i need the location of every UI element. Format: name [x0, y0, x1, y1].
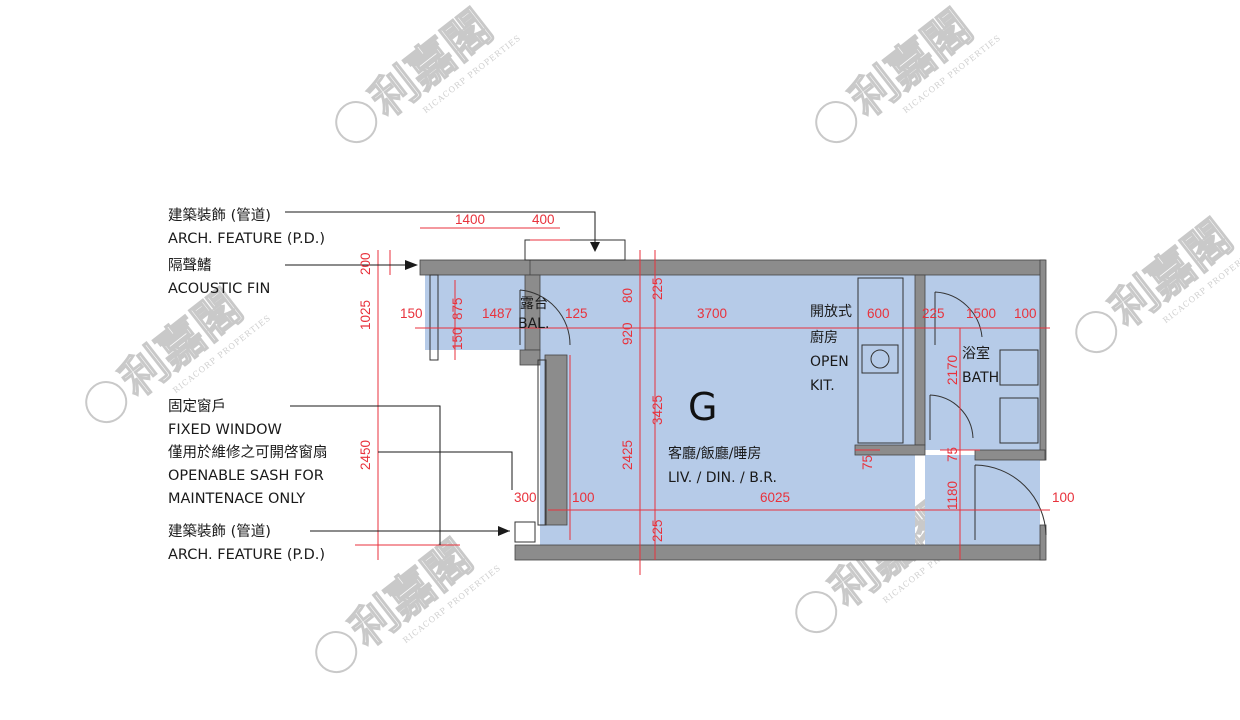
- dim-1180: 1180: [945, 481, 960, 510]
- dim-150b: 150: [450, 327, 465, 350]
- dim-300: 300: [514, 490, 537, 505]
- arrowhead-icon: [498, 526, 510, 536]
- fixtures: [429, 239, 1047, 543]
- fixed-window: [429, 274, 439, 361]
- dim-100c: 100: [1052, 490, 1075, 505]
- balcony-label-en: BAL.: [518, 316, 549, 332]
- dim-2425: 2425: [620, 440, 635, 470]
- living-label-cn: 客廳/飯廳/睡房: [668, 445, 761, 462]
- arch-feature-bottom: [514, 521, 536, 543]
- top-wall: [524, 259, 1046, 276]
- arch-top-cn: 建築裝飾 (管道): [168, 206, 271, 224]
- kitchen-label-en-1: OPEN: [810, 354, 849, 370]
- kitchen-counter: [857, 277, 904, 444]
- arrowhead-icon: [405, 260, 418, 270]
- sash-cn: 僅用於維修之可開啓窗扇: [168, 443, 328, 461]
- watermark-logo: 利嘉閣 RICACORP PROPERTIES: [815, 0, 1003, 144]
- sash-en-1: OPENABLE SASH FOR: [168, 468, 324, 484]
- acoustic-fin-wall: [419, 259, 531, 276]
- dim-150: 150: [400, 306, 423, 321]
- dim-3425: 3425: [650, 395, 665, 425]
- arch-feature-top: [524, 239, 626, 261]
- kitchen-label-en-2: KIT.: [810, 378, 835, 394]
- arch-bottom-cn: 建築裝飾 (管道): [168, 522, 271, 540]
- side-window: [537, 359, 547, 526]
- leader-lines: [285, 211, 600, 545]
- watermark-r-icon: [85, 381, 128, 424]
- right-wall: [1039, 259, 1047, 461]
- dimension-labels: 1400 400 200 1025 150 875 150 1487 125 9…: [358, 212, 1075, 542]
- entry-door-swing-icon: [974, 464, 1047, 540]
- unit-label: G: [688, 385, 717, 429]
- corridor-floor: [925, 455, 1040, 545]
- bath-label-en: BATH: [962, 370, 999, 386]
- toilet: [999, 397, 1039, 444]
- bath-partition-wall: [914, 274, 926, 446]
- bath-label-cn: 浴室: [962, 345, 990, 362]
- dim-1400: 1400: [455, 212, 485, 227]
- balcony-door-swing-icon: [519, 289, 571, 346]
- dim-75b: 75: [945, 447, 960, 462]
- living-label-en: LIV. / DIN. / B.R.: [668, 470, 777, 486]
- dim-75a: 75: [860, 455, 875, 470]
- bath-bottom-wall: [974, 449, 1046, 461]
- dim-125: 125: [565, 306, 588, 321]
- arch-bottom-en: ARCH. FEATURE (P.D.): [168, 547, 325, 563]
- bottom-wall: [514, 544, 1046, 561]
- watermark-r-icon: [815, 101, 858, 144]
- watermark-r-icon: [795, 591, 838, 634]
- living-floor: [540, 275, 915, 545]
- fixed-window-leader: [290, 405, 441, 545]
- left-wall: [519, 349, 541, 366]
- hob: [861, 344, 899, 374]
- dim-2450: 2450: [358, 440, 373, 470]
- dim-200: 200: [358, 252, 373, 275]
- dim-225b: 225: [922, 306, 945, 321]
- dim-225a: 225: [650, 277, 665, 300]
- dim-920: 920: [620, 322, 635, 345]
- fin-en: ACOUSTIC FIN: [168, 281, 270, 297]
- dim-1500: 1500: [966, 306, 996, 321]
- kitchen-label-cn-2: 廚房: [810, 329, 838, 346]
- dim-600: 600: [867, 306, 890, 321]
- sink-icon: [870, 349, 890, 369]
- watermark-r-icon: [1075, 311, 1118, 354]
- bath-door-swing-icon: [934, 291, 983, 345]
- fixed-cn: 固定窗戶: [168, 397, 226, 415]
- balcony-floor: [425, 275, 525, 350]
- dim-6025: 6025: [760, 490, 790, 505]
- fin-cn: 隔聲鰭: [168, 257, 212, 274]
- right-wall-lower: [1039, 524, 1047, 561]
- dim-2170: 2170: [945, 355, 960, 385]
- dim-100b: 100: [572, 490, 595, 505]
- sash-en-2: MAINTENACE ONLY: [168, 491, 305, 507]
- dim-3700: 3700: [697, 306, 727, 321]
- watermark-logo: 利嘉閣 RICACORP PROPERTIES: [1075, 209, 1240, 354]
- dim-875: 875: [450, 297, 465, 320]
- floor-areas: [425, 275, 1040, 545]
- fixed-en: FIXED WINDOW: [168, 422, 282, 438]
- bath-floor: [925, 275, 1040, 450]
- arch-top-en: ARCH. FEATURE (P.D.): [168, 231, 325, 247]
- arrowhead-icon: [590, 242, 600, 252]
- dim-100a: 100: [1014, 306, 1037, 321]
- sash-leader: [378, 451, 513, 490]
- balcony-wall: [524, 274, 541, 351]
- dim-400: 400: [532, 212, 555, 227]
- dim-1025: 1025: [358, 300, 373, 330]
- dim-225c: 225: [650, 519, 665, 542]
- watermark-logo: 利嘉閣 RICACORP PROPERTIES: [335, 0, 523, 144]
- balcony-label-cn: 露台: [520, 296, 548, 312]
- dimension-lines: [355, 227, 1050, 575]
- left-column: [544, 354, 568, 526]
- dim-80: 80: [620, 288, 635, 303]
- dim-1487: 1487: [482, 306, 512, 321]
- arch-top-leader: [285, 211, 596, 250]
- shower-tray: [999, 349, 1039, 386]
- watermark-r-icon: [315, 631, 358, 674]
- kitchen-label-cn-1: 開放式: [810, 304, 852, 320]
- watermark-r-icon: [335, 101, 378, 144]
